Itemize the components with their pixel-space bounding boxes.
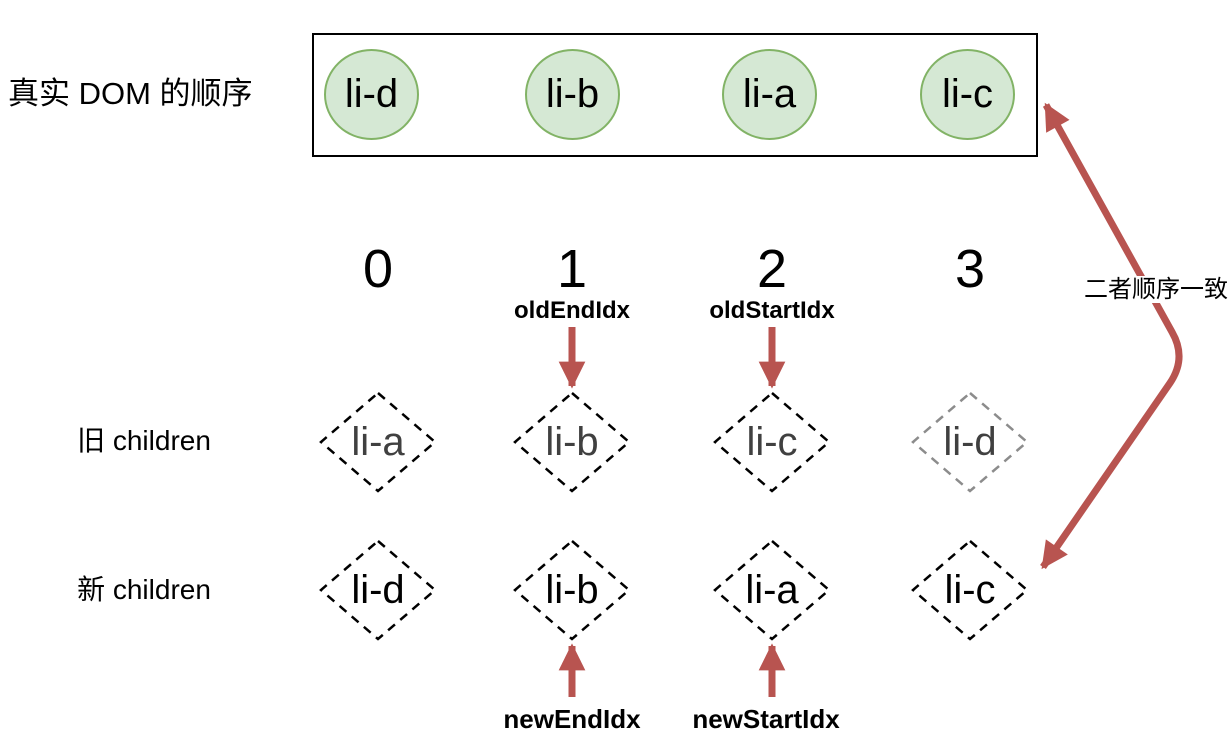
new-start-idx-label: newStartIdx	[692, 704, 840, 734]
diamond-shape	[319, 391, 437, 493]
new-child-label: li-d	[351, 567, 405, 612]
new-child-label: li-c	[944, 567, 996, 612]
dom-node-label: li-c	[941, 72, 994, 116]
index-1: 1	[556, 239, 588, 299]
index-2: 2	[756, 239, 788, 299]
dom-node-li-d: li-d	[324, 49, 419, 140]
dom-node-li-a: li-a	[722, 49, 817, 140]
old-child-li-c: li-c	[711, 390, 833, 494]
diamond-shape	[319, 539, 437, 641]
old-start-idx-label: oldStartIdx	[709, 297, 835, 324]
real-dom-order-label: 真实 DOM 的顺序	[8, 76, 253, 111]
old-child-li-b: li-b	[511, 390, 633, 494]
diamond-shape	[513, 539, 631, 641]
new-child-label: li-b	[545, 567, 599, 612]
new-end-idx-label: newEndIdx	[503, 704, 641, 734]
index-3: 3	[954, 239, 986, 299]
dom-node-li-b: li-b	[525, 49, 620, 140]
diamond-shape	[713, 391, 831, 493]
diamond-shape	[513, 391, 631, 493]
dom-node-label: li-b	[545, 72, 600, 116]
old-end-idx-label: oldEndIdx	[514, 297, 630, 324]
index-0: 0	[362, 239, 394, 299]
real-dom-container	[312, 33, 1038, 157]
new-child-label: li-a	[745, 567, 799, 612]
new-child-li-a: li-a	[711, 538, 833, 642]
old-child-label: li-a	[351, 419, 405, 464]
new-child-li-d: li-d	[317, 538, 439, 642]
new-child-li-c: li-c	[909, 538, 1031, 642]
dom-node-label: li-d	[344, 72, 399, 116]
diamond-shape	[713, 539, 831, 641]
order-match-double-arrow	[1040, 102, 1183, 570]
old-child-label: li-d	[943, 419, 997, 464]
order-consistent-annotation: 二者顺序一致	[1082, 276, 1230, 303]
diamond-shape	[911, 539, 1029, 641]
diamond-shape-faded	[911, 391, 1029, 493]
old-child-label: li-b	[545, 419, 599, 464]
dom-node-label: li-a	[742, 72, 797, 116]
new-child-li-b: li-b	[511, 538, 633, 642]
dom-node-li-c: li-c	[920, 49, 1015, 140]
old-children-label: 旧 children	[77, 425, 211, 456]
old-child-li-d: li-d	[909, 390, 1031, 494]
new-children-label: 新 children	[77, 574, 211, 605]
old-child-label: li-c	[746, 419, 798, 464]
old-child-li-a: li-a	[317, 390, 439, 494]
